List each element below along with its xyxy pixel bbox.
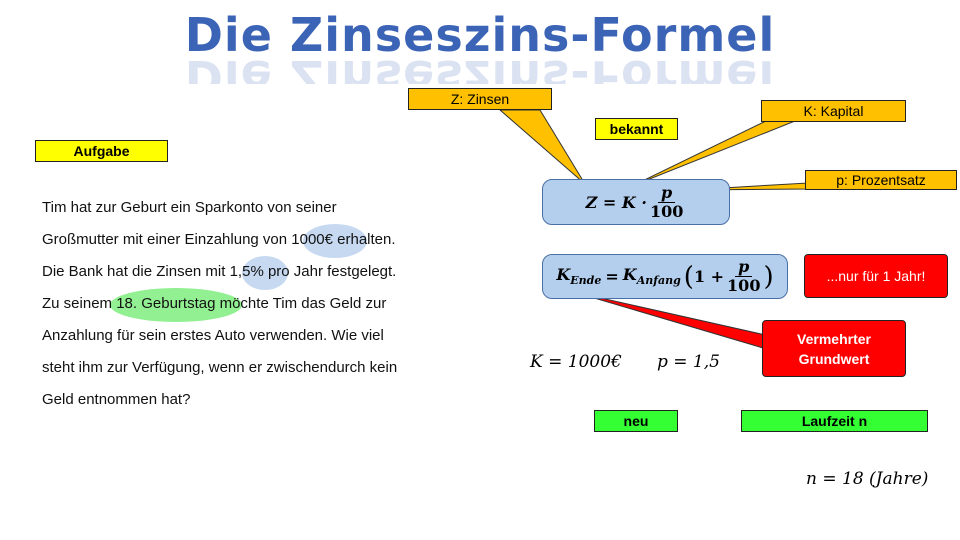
one-plus: 1 + bbox=[693, 267, 725, 286]
prozentsatz-label: p: Prozentsatz bbox=[805, 170, 957, 190]
grundwert-pointer bbox=[573, 291, 771, 351]
fraction-denominator: 100 bbox=[649, 201, 684, 221]
task-line: Anzahlung für sein erstes Auto verwenden… bbox=[42, 327, 384, 344]
fraction-denominator: 100 bbox=[727, 276, 761, 295]
grundwert-fraction: p 100 bbox=[727, 258, 760, 295]
aufgabe-label: Aufgabe bbox=[35, 140, 168, 162]
highlight-1000 bbox=[303, 224, 367, 258]
k-anfang: KAnfang bbox=[622, 265, 681, 288]
zinsen-formula: Z = K · p 100 bbox=[542, 179, 730, 225]
paren-close: ) bbox=[763, 261, 774, 292]
task-line: steht ihm zur Verfügung, wenn er zwische… bbox=[42, 359, 398, 376]
value-k: K = 1000€ bbox=[530, 352, 622, 372]
task-line: Großmutter mit einer Einzahlung von 1000… bbox=[42, 231, 396, 248]
paren-open: ( bbox=[683, 261, 694, 292]
highlight-birthday bbox=[110, 288, 242, 322]
value-p: p = 1,5 bbox=[657, 352, 720, 372]
zinsen-formula-lhs: Z = K · bbox=[585, 192, 647, 212]
fraction-numerator: p bbox=[658, 183, 676, 203]
task-line: Tim hat zur Geburt ein Sparkonto von sei… bbox=[42, 199, 337, 216]
zinsen-pointer bbox=[498, 109, 586, 185]
page-title: Die Zinseszins-Formel bbox=[184, 8, 776, 62]
task-line: Geld entnommen hat? bbox=[42, 391, 191, 408]
neu-label: neu bbox=[594, 410, 678, 432]
highlight-percent bbox=[242, 256, 288, 290]
zinsen-label: Z: Zinsen bbox=[408, 88, 552, 110]
zinseszins-formula: KEnde = KAnfang ( 1 + p 100 ) bbox=[542, 254, 788, 299]
equals-sign: = bbox=[605, 267, 619, 286]
task-text: Tim hat zur Geburt ein Sparkonto von sei… bbox=[42, 192, 462, 416]
nur-ein-jahr-label: ...nur für 1 Jahr! bbox=[804, 254, 948, 298]
fraction-numerator: p bbox=[735, 258, 753, 277]
task-line: Die Bank hat die Zinsen mit 1,5% pro Jah… bbox=[42, 263, 397, 280]
vermehrter-grundwert-label: Vermehrter Grundwert bbox=[762, 320, 906, 377]
bekannt-label: bekannt bbox=[595, 118, 678, 140]
laufzeit-label: Laufzeit n bbox=[741, 410, 928, 432]
k-ende: KEnde bbox=[556, 265, 602, 288]
kapital-label: K: Kapital bbox=[761, 100, 906, 122]
zinsen-fraction: p 100 bbox=[649, 183, 684, 221]
vermehrter-text: Vermehrter bbox=[797, 330, 871, 347]
value-n: n = 18 (Jahre) bbox=[806, 469, 929, 489]
grundwert-text: Grundwert bbox=[798, 350, 870, 367]
task-line: Zu seinem 18. Geburtstag möchte Tim das … bbox=[42, 295, 387, 312]
